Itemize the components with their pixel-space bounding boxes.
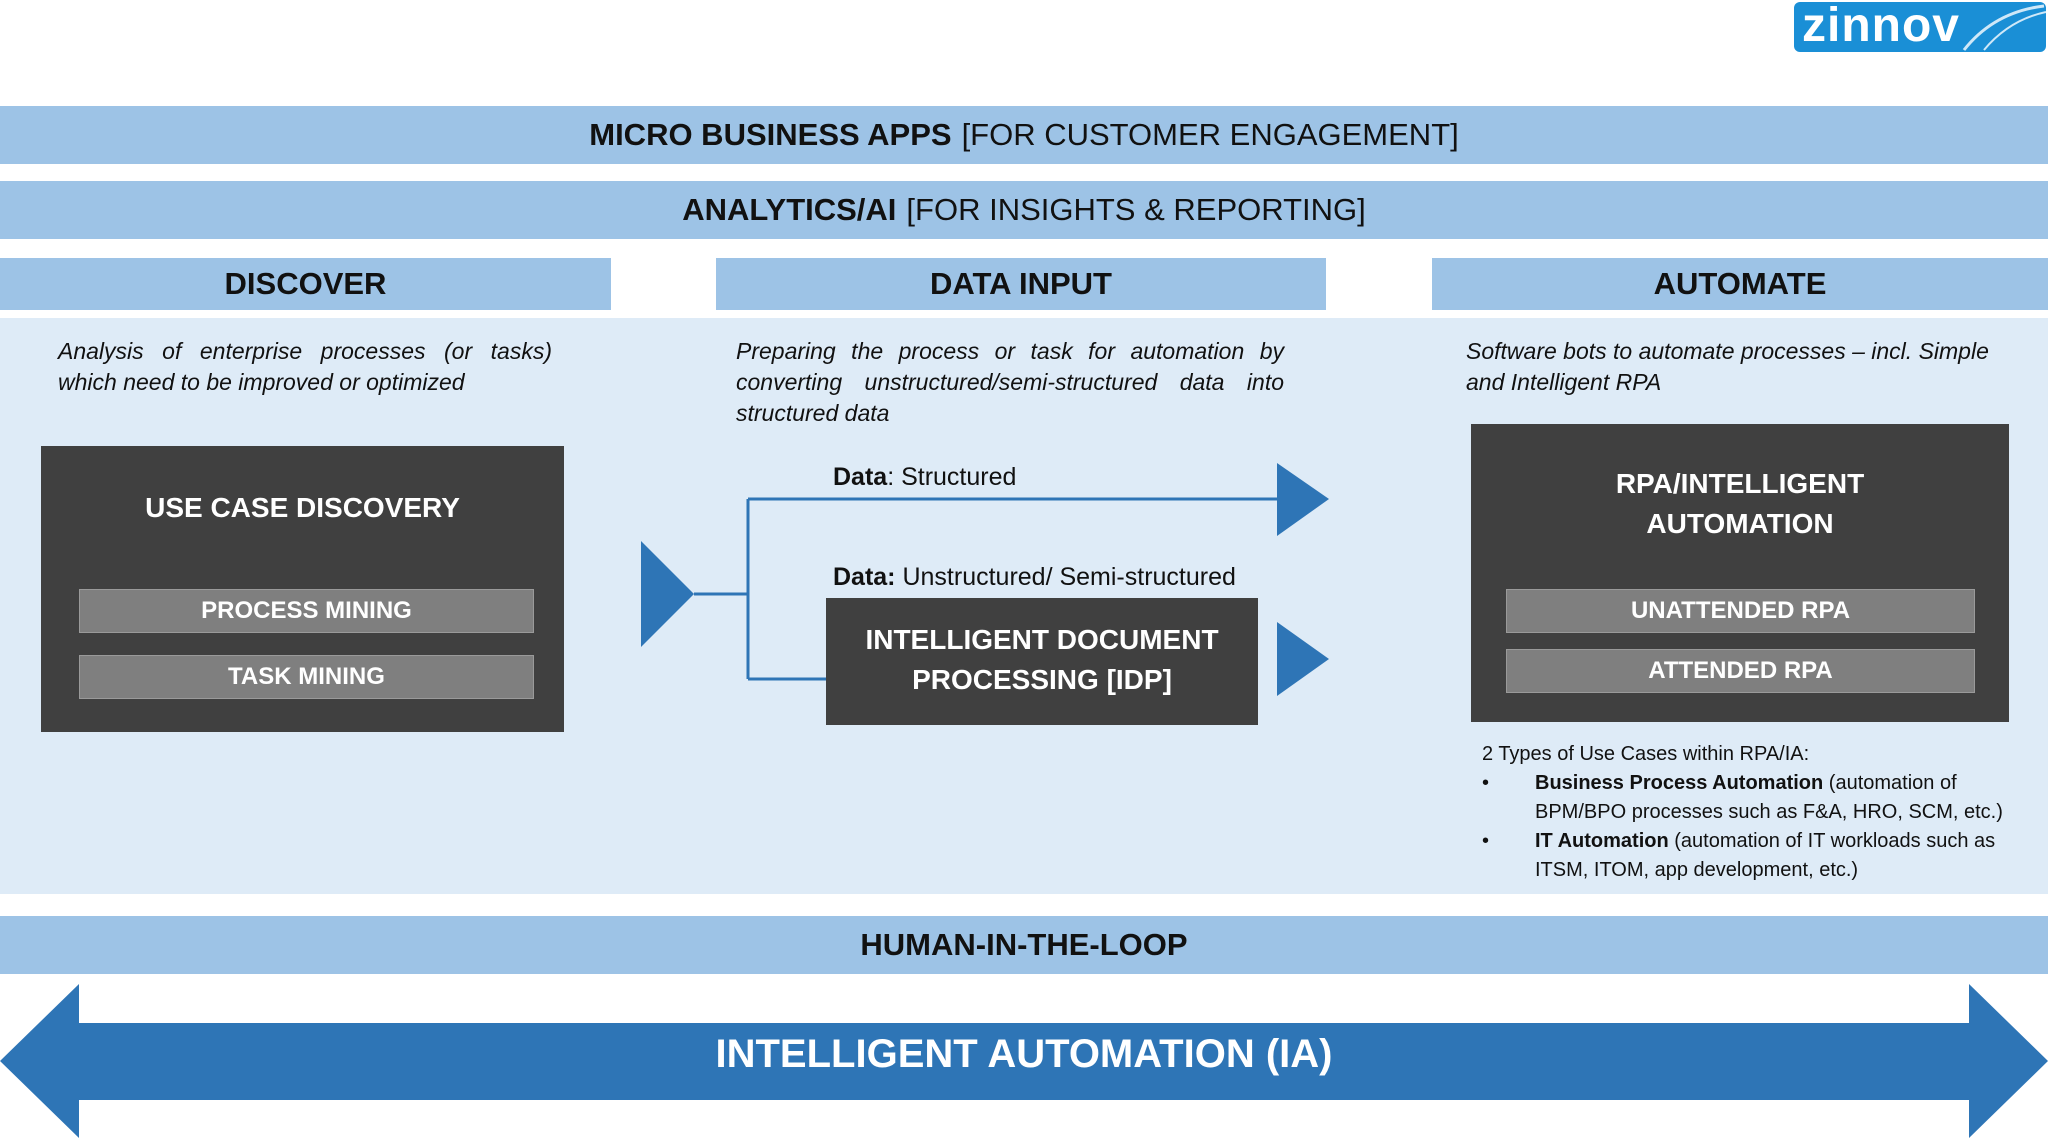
structured-data-label: Data: Structured — [833, 463, 1017, 491]
analytics-subtitle: [FOR INSIGHTS & REPORTING] — [906, 192, 1366, 227]
notes-intro: 2 Types of Use Cases within RPA/IA: — [1482, 743, 1810, 765]
note-item-bpa: • Business Process Automation (automatio… — [1482, 769, 2038, 827]
note-item-it-automation: • IT Automation (automation of IT worklo… — [1482, 827, 2038, 885]
idp-box: INTELLIGENT DOCUMENT PROCESSING [IDP] — [826, 598, 1258, 725]
discover-header: DISCOVER — [0, 258, 611, 310]
automate-header: AUTOMATE — [1432, 258, 2048, 310]
micro-business-apps-bar: MICRO BUSINESS APPS [FOR CUSTOMER ENGAGE… — [0, 106, 2048, 164]
intelligent-automation-label: INTELLIGENT AUTOMATION (IA) — [715, 1032, 1333, 1076]
micro-apps-title: MICRO BUSINESS APPS — [589, 117, 952, 152]
discover-description: Analysis of enterprise processes (or tas… — [58, 338, 552, 395]
discover-to-input-arrow-icon — [641, 541, 694, 647]
rpa-intelligent-automation-box: RPA/INTELLIGENT AUTOMATION UNATTENDED RP… — [1471, 424, 2009, 722]
attended-rpa-item: ATTENDED RPA — [1506, 649, 1975, 693]
process-mining-item: PROCESS MINING — [79, 589, 534, 633]
rpa-ia-title: RPA/INTELLIGENT AUTOMATION — [1615, 468, 1865, 539]
data-input-header: DATA INPUT — [716, 258, 1326, 310]
structured-arrow-icon — [1277, 463, 1329, 536]
human-in-the-loop-bar: HUMAN-IN-THE-LOOP — [0, 916, 2048, 974]
logo-text: zinnov — [1802, 2, 1960, 52]
ia-double-arrow-icon — [0, 984, 2048, 1138]
use-case-discovery-title: USE CASE DISCOVERY — [145, 492, 460, 523]
use-case-discovery-box: USE CASE DISCOVERY PROCESS MINING TASK M… — [41, 446, 564, 732]
bullet-icon: • — [1482, 772, 1490, 794]
logo-swoosh-icon — [1962, 4, 2046, 51]
analytics-title: ANALYTICS/AI — [682, 192, 897, 227]
zinnov-logo: zinnov — [1794, 2, 2046, 52]
unattended-rpa-item: UNATTENDED RPA — [1506, 589, 1975, 633]
bullet-icon: • — [1482, 830, 1490, 852]
idp-arrow-icon — [1277, 622, 1329, 696]
analytics-ai-bar: ANALYTICS/AI [FOR INSIGHTS & REPORTING] — [0, 181, 2048, 239]
task-mining-item: TASK MINING — [79, 655, 534, 699]
rpa-use-case-notes: 2 Types of Use Cases within RPA/IA: • Bu… — [1482, 740, 2038, 885]
idp-title: INTELLIGENT DOCUMENT PROCESSING [IDP] — [865, 624, 1219, 695]
unstructured-data-label: Data: Unstructured/ Semi-structured — [833, 563, 1236, 591]
micro-apps-subtitle: [FOR CUSTOMER ENGAGEMENT] — [961, 117, 1459, 152]
automate-description: Software bots to automate processes – in… — [1466, 338, 1989, 395]
data-input-description: Preparing the process or task for automa… — [736, 338, 1284, 426]
